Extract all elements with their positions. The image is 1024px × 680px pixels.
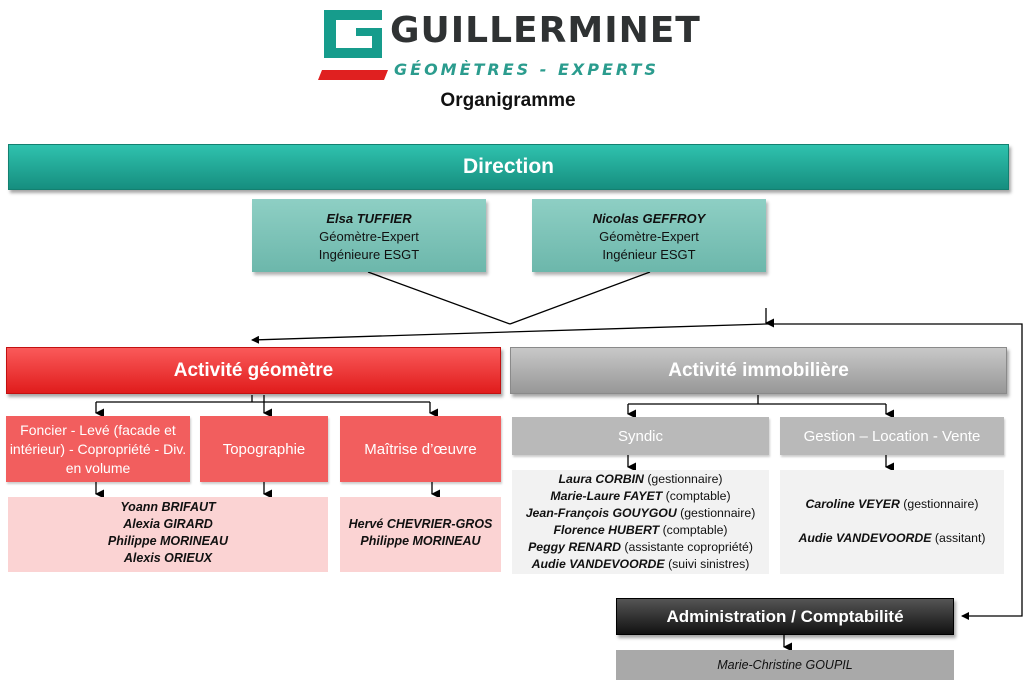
person-name: Elsa TUFFIER [326,211,412,226]
maitrise-oeuvre-box: Maîtrise d’œuvre [340,416,501,482]
person-title: Géomètre-Expert [319,229,419,244]
logo-subtitle: GÉOMÈTRES - EXPERTS [394,60,659,79]
syndic-staff-list: Laura CORBIN (gestionnaire) Marie-Laure … [512,470,769,574]
foncier-label: Foncier - Levé (facade et intérieur) - C… [9,421,187,476]
topographie-label: Topographie [222,440,306,458]
activite-immobiliere-bar: Activité immobilière [510,347,1007,394]
person-degree: Ingénieur ESGT [602,247,696,262]
direction-person-2: Nicolas GEFFROY Géomètre-Expert Ingénieu… [532,199,766,272]
direction-person-1: Elsa TUFFIER Géomètre-Expert Ingénieure … [252,199,486,272]
list-item: Caroline VEYER (gestionnaire) [805,497,979,511]
topographie-box: Topographie [200,416,328,482]
person-name: Nicolas GEFFROY [592,211,706,226]
page-title: Organigramme [440,90,576,111]
list-item: Hervé CHEVRIER-GROS [348,517,493,531]
list-item: Jean-François GOUYGOU (gestionnaire) [525,506,756,520]
direction-bar: Direction [8,144,1009,190]
maitrise-label: Maîtrise d’œuvre [364,440,477,458]
list-item: Audie VANDEVOORDE (suivi sinistres) [531,557,750,571]
foncier-box: Foncier - Levé (facade et intérieur) - C… [6,416,190,482]
list-item: Audie VANDEVOORDE (assitant) [798,531,986,545]
gestion-label: Gestion – Location - Vente [803,427,981,445]
connector-dir1 [367,271,511,325]
foncier-topo-staff-list: Yoann BRIFAUT Alexia GIRARD Philippe MOR… [8,497,328,572]
administration-comptabilite-bar: Administration / Comptabilité [616,598,954,635]
connector-to-admin [766,323,1023,620]
syndic-label: Syndic [617,427,664,445]
connector-dir2 [509,271,651,325]
list-item: Philippe MORINEAU [360,534,481,548]
activite-geometre-bar: Activité géomètre [6,347,501,394]
list-item: Philippe MORINEAU [107,534,229,548]
administration-staff-list: Marie-Christine GOUPIL [616,650,954,680]
list-item: Alexis ORIEUX [123,551,213,565]
gestion-location-vente-box: Gestion – Location - Vente [780,417,1004,455]
syndic-box: Syndic [512,417,769,455]
list-item: Peggy RENARD (assistante copropriété) [528,540,753,554]
person-title: Géomètre-Expert [599,229,699,244]
connector-to-geometre [251,323,767,344]
list-item: Marie-Christine GOUPIL [717,658,853,672]
maitrise-staff-list: Hervé CHEVRIER-GROS Philippe MORINEAU [340,497,501,572]
company-logo: GUILLERMINET GÉOMÈTRES - EXPERTS [318,2,701,86]
list-item: Laura CORBIN (gestionnaire) [558,472,723,486]
list-item: Yoann BRIFAUT [120,500,216,514]
person-degree: Ingénieure ESGT [318,247,420,262]
list-item: Marie-Laure FAYET (comptable) [550,489,731,503]
logo-g-mark-icon [318,10,388,80]
logo-wordmark: GUILLERMINET [390,10,701,51]
gestion-staff-list: Caroline VEYER (gestionnaire) Audie VAND… [780,470,1004,574]
list-item: Florence HUBERT (comptable) [553,523,728,537]
list-item: Alexia GIRARD [123,517,213,531]
